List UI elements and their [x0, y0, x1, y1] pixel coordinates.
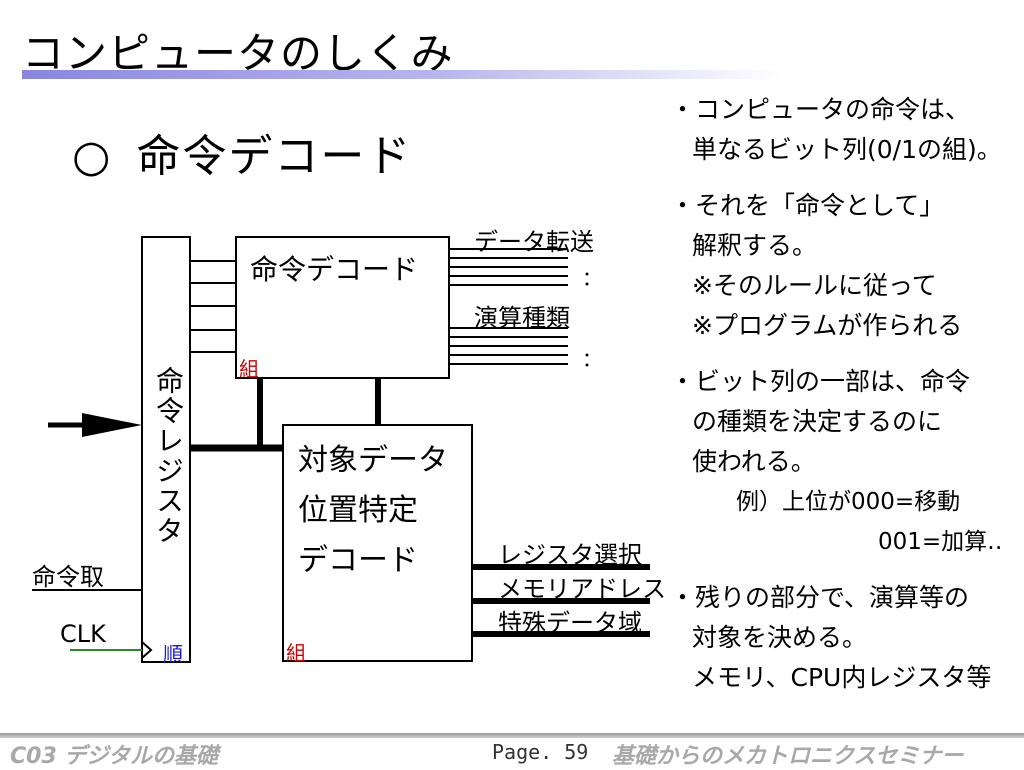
decoder-tag: 組	[239, 357, 259, 381]
operand-output-lines	[472, 564, 650, 637]
instruction-decoder-label: 命令デコード	[250, 253, 419, 286]
operand-label-line-1: 対象データ	[298, 443, 448, 478]
heading-circle-mark: ○	[72, 131, 113, 182]
bullet-item: ・ビット列の一部は、命令 の種類を決定するのに 使われる。 例）上位が000=移…	[670, 367, 1003, 555]
data-transfer-label: データ転送	[474, 228, 594, 256]
operand-decoder-label: 対象データ 位置特定 デコード	[298, 436, 448, 586]
footer-chapter: C03 デジタルの基礎	[10, 744, 218, 769]
title-underline	[22, 70, 782, 79]
operation-kind-label: 演算種類	[474, 304, 570, 332]
clock-edge-marker	[141, 641, 153, 659]
fetch-input-label: 命令取	[32, 563, 104, 591]
register-to-decoder-lines	[190, 260, 236, 353]
section-heading: ○ 命令デコード	[72, 120, 412, 184]
register-to-operand-bus	[190, 378, 381, 452]
bullet-item: ・それを「命令として」 解釈する。 ※そのルールに従って ※プログラムが作られる	[670, 191, 963, 340]
instruction-decoder-box	[235, 236, 450, 379]
bullet-item: ・コンピュータの命令は、 単なるビット列(0/1の組)。	[670, 95, 1002, 164]
operation-kind-output-lines	[449, 327, 568, 365]
clk-input-label: CLK	[60, 620, 106, 648]
page-title: コンピュータのしくみ	[22, 29, 454, 78]
memory-address-label: メモリアドレス	[498, 575, 666, 603]
instruction-input-arrow	[48, 413, 142, 437]
instruction-register-label: 命令レジスタ	[152, 366, 185, 546]
clk-order-tag: 順	[163, 642, 183, 666]
instruction-register-box	[141, 236, 191, 663]
footer-divider	[0, 733, 1024, 738]
ellipsis-mark-1: ：	[582, 266, 602, 290]
data-transfer-output-lines	[449, 248, 568, 286]
operand-label-line-2: 位置特定	[298, 493, 418, 528]
special-data-label: 特殊データ域	[498, 609, 642, 637]
register-select-label: レジスタ選択	[498, 541, 642, 569]
footer-seminar-name: 基礎からのメカトロニクスセミナー	[612, 744, 964, 769]
ellipsis-mark-2: ：	[582, 347, 602, 371]
operand-label-line-3: デコード	[298, 543, 418, 578]
explanation-bullets: ・コンピュータの命令は、 単なるビット列(0/1の組)。 ・それを「命令として」…	[670, 90, 1003, 714]
bullet-item: ・残りの部分で、演算等の 対象を決める。 メモリ、CPU内レジスタ等	[670, 583, 992, 692]
operand-decoder-tag: 組	[286, 641, 306, 665]
heading-text: 命令デコード	[136, 131, 413, 182]
footer-page-number: Page. 59	[492, 740, 589, 764]
